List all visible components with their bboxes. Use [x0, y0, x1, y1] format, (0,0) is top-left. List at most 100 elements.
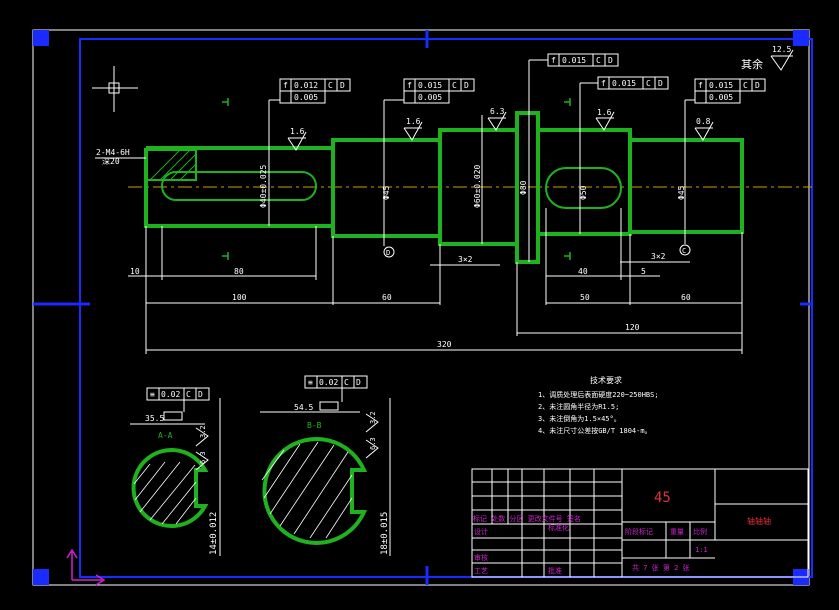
svg-text:50: 50 — [580, 293, 590, 302]
section-b-b: ≡ 0.02 C D 54.5 B-B 18±0.015 3.2 6.3 — [260, 375, 391, 556]
section-a-a: ≡ 0.02 C D 35.5 A-A 14±0.012 3.2 6.3 — [130, 387, 221, 556]
svg-text:6.3: 6.3 — [490, 107, 505, 116]
svg-text:C: C — [344, 378, 349, 387]
svg-text:C: C — [682, 247, 686, 255]
svg-text:3、未注倒角为1.5×45°。: 3、未注倒角为1.5×45°。 — [538, 414, 621, 423]
svg-text:D: D — [340, 81, 345, 90]
svg-text:其余: 其余 — [741, 57, 763, 71]
datum-symbol-c: C — [679, 232, 691, 256]
svg-text:D: D — [755, 81, 760, 90]
svg-text:深20: 深20 — [102, 157, 120, 166]
svg-text:0.015: 0.015 — [612, 79, 636, 88]
svg-text:10: 10 — [130, 267, 140, 276]
svg-text:Φ40±0.025: Φ40±0.025 — [259, 164, 268, 208]
svg-text:0.005: 0.005 — [294, 93, 318, 102]
svg-text:1.6: 1.6 — [290, 127, 305, 136]
svg-text:3.2: 3.2 — [369, 411, 377, 424]
svg-text:设计: 设计 — [474, 527, 488, 536]
svg-text:D: D — [198, 390, 203, 399]
svg-text:6.3: 6.3 — [369, 437, 377, 450]
crosshair-cursor-icon — [92, 66, 138, 112]
svg-text:C: C — [328, 81, 333, 90]
datum-symbol-d: D — [383, 236, 395, 258]
svg-text:f: f — [698, 81, 703, 90]
svg-text:100: 100 — [232, 293, 247, 302]
svg-text:45: 45 — [654, 490, 671, 506]
surface-default-note: 其余 12.5 — [741, 45, 794, 71]
svg-text:120: 120 — [625, 323, 640, 332]
svg-text:C: C — [646, 79, 651, 88]
svg-text:标准化: 标准化 — [548, 523, 569, 532]
svg-text:0.02: 0.02 — [161, 390, 180, 399]
svg-text:D: D — [464, 81, 469, 90]
svg-text:0.015: 0.015 — [709, 81, 733, 90]
dimension-lines — [128, 208, 743, 354]
svg-text:标记 处数 分区 更改文件号 签名: 标记 处数 分区 更改文件号 签名 — [473, 514, 581, 523]
tech-requirements: 技术要求 1、调质处理后表面硬度220~250HBS; 2、未注圆角半径为R1.… — [538, 375, 659, 435]
svg-text:阶段标记: 阶段标记 — [625, 527, 653, 536]
corner-marker-tr — [793, 30, 809, 46]
svg-text:54.5: 54.5 — [294, 403, 313, 412]
svg-text:0.012: 0.012 — [294, 81, 318, 90]
tolerance-frame-4: f 0.015 C D — [579, 76, 669, 100]
tolerance-frame-3: f 0.015 C D — [528, 53, 619, 110]
svg-text:C: C — [186, 390, 191, 399]
svg-text:320: 320 — [437, 340, 452, 349]
svg-text:6.3: 6.3 — [199, 451, 207, 464]
roughness-marks: 1.6 1.6 6.3 1.6 0.8 — [287, 107, 714, 151]
svg-text:3×2: 3×2 — [458, 255, 473, 264]
svg-text:0.015: 0.015 — [562, 56, 586, 65]
svg-text:12.5: 12.5 — [772, 45, 791, 54]
svg-text:C: C — [596, 56, 601, 65]
svg-text:0.8: 0.8 — [696, 117, 711, 126]
svg-text:Φ50: Φ50 — [579, 185, 588, 200]
svg-text:0.005: 0.005 — [418, 93, 442, 102]
paper-border — [32, 29, 810, 586]
svg-text:工艺: 工艺 — [474, 567, 488, 575]
svg-text:共 7 张 第 2 张: 共 7 张 第 2 张 — [632, 563, 690, 572]
svg-text:C: C — [743, 81, 748, 90]
svg-text:f: f — [283, 81, 288, 90]
shaft-profile — [144, 100, 744, 264]
svg-text:重量: 重量 — [670, 528, 684, 536]
svg-text:40: 40 — [578, 267, 588, 276]
svg-text:批准: 批准 — [548, 566, 562, 575]
corner-marker-bl — [33, 569, 49, 585]
svg-text:审核: 审核 — [474, 553, 488, 562]
svg-text:D: D — [608, 56, 613, 65]
svg-text:1.6: 1.6 — [406, 117, 421, 126]
svg-text:Φ45: Φ45 — [382, 185, 391, 200]
svg-text:0.015: 0.015 — [418, 81, 442, 90]
svg-text:C: C — [452, 81, 457, 90]
title-block: 45 轴轴轴 标记 处数 分区 更改文件号 签名 设计 标准化 审核 工艺 批准… — [471, 468, 809, 578]
svg-text:D: D — [386, 249, 390, 257]
svg-text:B-B: B-B — [307, 421, 322, 430]
svg-text:轴轴轴: 轴轴轴 — [747, 516, 771, 526]
tolerance-frame-5: f 0.015 C D 0.005 — [685, 78, 766, 104]
tolerance-frame-1: f 0.012 C D 0.005 — [269, 78, 351, 104]
svg-text:f: f — [407, 81, 412, 90]
ucs-axis-icon — [66, 548, 106, 586]
svg-text:0.005: 0.005 — [709, 93, 733, 102]
inner-frame — [79, 38, 813, 578]
svg-text:1:1: 1:1 — [695, 546, 708, 554]
svg-text:80: 80 — [234, 267, 244, 276]
svg-text:D: D — [658, 79, 663, 88]
svg-text:14±0.012: 14±0.012 — [209, 512, 219, 555]
svg-text:3×2: 3×2 — [651, 252, 666, 261]
svg-text:Φ45: Φ45 — [677, 185, 686, 200]
svg-text:2、未注圆角半径为R1.5;: 2、未注圆角半径为R1.5; — [538, 402, 619, 411]
tolerance-frame-2: f 0.015 C D 0.005 — [384, 78, 475, 104]
svg-text:0.02: 0.02 — [319, 378, 338, 387]
svg-text:18±0.015: 18±0.015 — [380, 512, 390, 555]
corner-marker-tl — [33, 30, 49, 46]
svg-text:3.2: 3.2 — [199, 425, 207, 438]
thread-callout: 2-M4-6H 深20 — [95, 148, 146, 166]
svg-text:A-A: A-A — [158, 431, 173, 440]
svg-text:1.6: 1.6 — [597, 108, 612, 117]
svg-text:2-M4-6H: 2-M4-6H — [96, 148, 130, 157]
svg-text:1、调质处理后表面硬度220~250HBS;: 1、调质处理后表面硬度220~250HBS; — [538, 390, 659, 399]
svg-text:Φ80: Φ80 — [519, 180, 528, 195]
